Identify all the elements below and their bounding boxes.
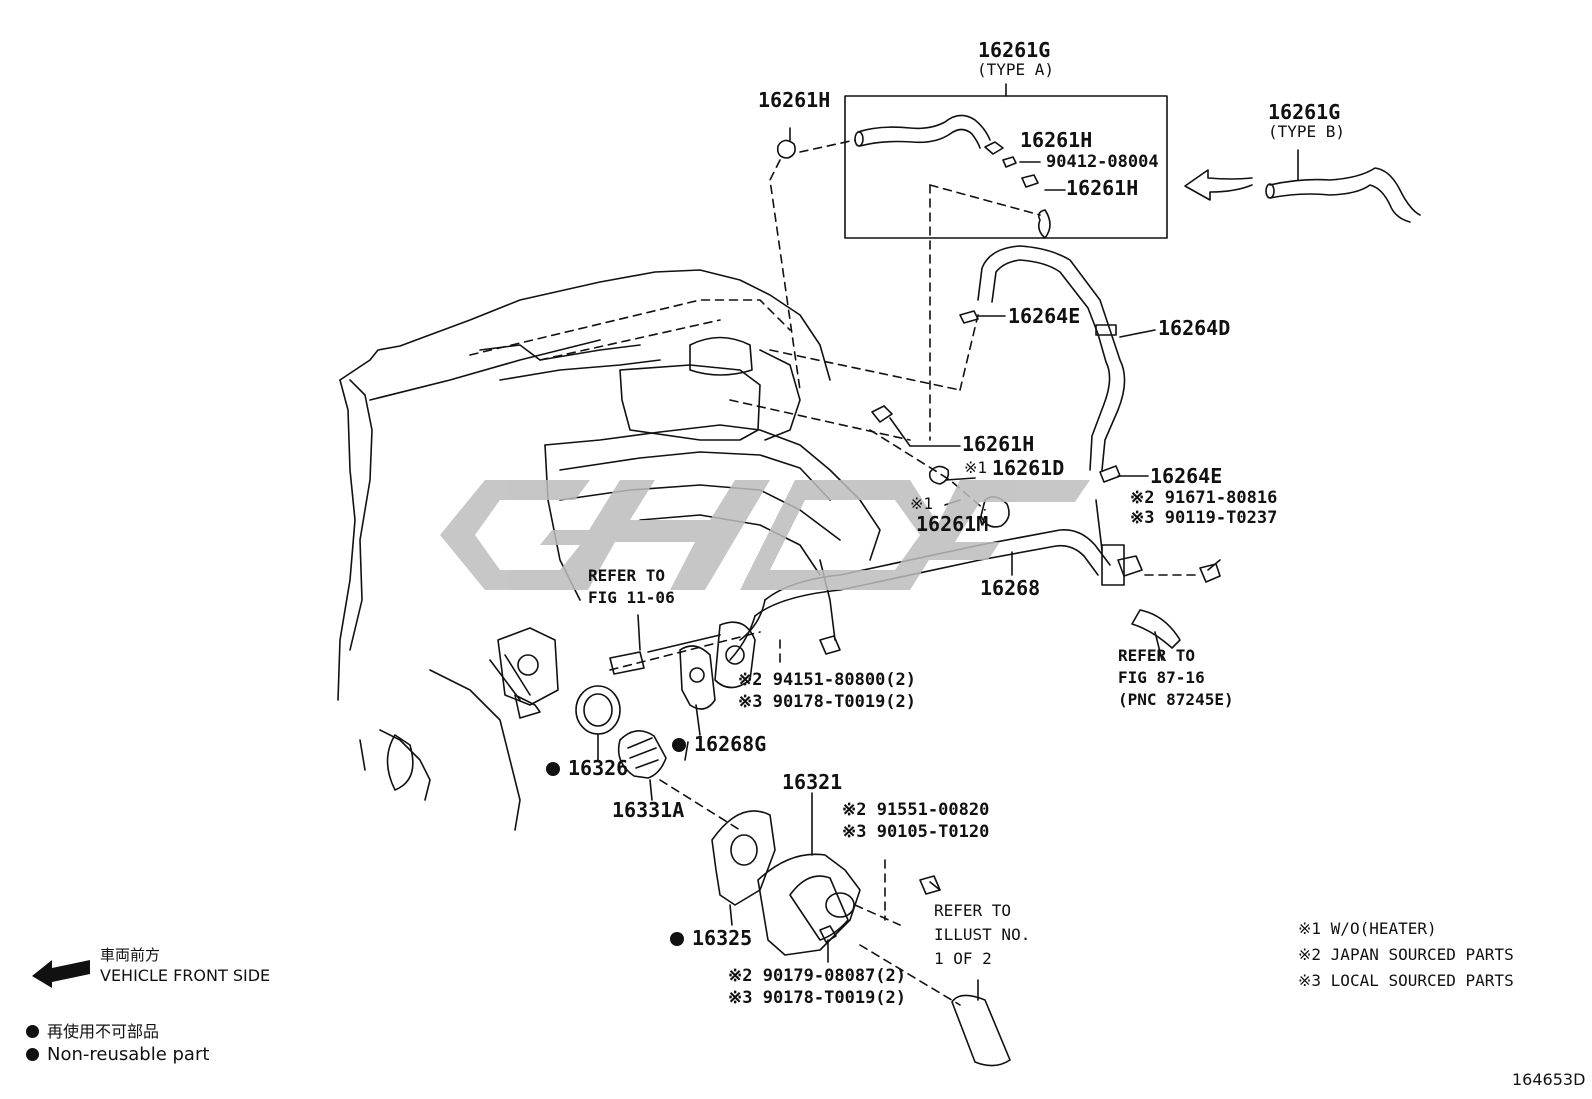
- gasket-16325: [711, 810, 776, 906]
- part-90412-08004[interactable]: 90412-08004: [1046, 152, 1159, 172]
- legend-nonreusable-jp-text: 再使用不可部品: [47, 1022, 160, 1041]
- bolt-91551: [919, 875, 941, 895]
- front-arrow-icon: [32, 960, 90, 988]
- clamp-16261H: [776, 139, 796, 159]
- bullet-icon: [26, 1025, 39, 1038]
- part-90178-T0019-a[interactable]: ※3 90178-T0019(2): [738, 692, 917, 712]
- watermark-logo: [440, 480, 1090, 590]
- part-90119-T0237[interactable]: ※3 90119-T0237: [1130, 508, 1278, 528]
- ref-illust-line2[interactable]: ILLUST NO.: [934, 925, 1031, 944]
- hose-to-fig-87-16: [1131, 609, 1181, 649]
- non-reusable-bullet-icon: [672, 738, 686, 752]
- part-16268[interactable]: 16268: [980, 576, 1041, 600]
- footnote-1: ※1 W/O(HEATER): [1298, 919, 1437, 938]
- diagram-id: 164653D: [1512, 1070, 1586, 1089]
- footnote-2: ※2 JAPAN SOURCED PARTS: [1298, 945, 1514, 964]
- type-a-label: (TYPE A): [977, 60, 1055, 79]
- part-16261H-b[interactable]: 16261H: [1066, 176, 1139, 200]
- part-91671-80816[interactable]: ※2 91671-80816: [1130, 488, 1278, 508]
- part-16261H-top[interactable]: 16261H: [758, 88, 831, 112]
- ref-fig-11-06-line1: REFER TO: [588, 566, 666, 585]
- part-16325-number: 16325: [692, 926, 753, 950]
- stud: [609, 634, 721, 675]
- ref-fig-87-16-line1: REFER TO: [1118, 646, 1196, 665]
- part-16261M-note-mark: ※1: [910, 494, 934, 513]
- nut-90179: [819, 925, 837, 943]
- part-16261G-type-b[interactable]: 16261G: [1268, 100, 1341, 124]
- part-16261M[interactable]: 16261M: [916, 512, 989, 536]
- part-16261H-a[interactable]: 16261H: [1020, 128, 1093, 152]
- legend-nonreusable-en-text: Non-reusable part: [47, 1044, 210, 1065]
- part-16331A[interactable]: 16331A: [612, 798, 685, 822]
- legend-nonreusable-en: Non-reusable part: [26, 1044, 209, 1065]
- bullet-icon: [26, 1048, 39, 1061]
- part-90179-08087[interactable]: ※2 90179-08087(2): [728, 966, 907, 986]
- gasket-16268G: [679, 645, 716, 710]
- vehicle-front-side-en: VEHICLE FRONT SIDE: [100, 966, 271, 985]
- hose-16261G-type-a: [854, 114, 991, 149]
- hose-16261G-type-b: [1265, 167, 1421, 223]
- hose-to-illust: [951, 994, 1011, 1067]
- ref-fig-11-06-line2[interactable]: FIG 11-06: [588, 588, 675, 607]
- hose-16264D: [977, 245, 1126, 471]
- part-16264E-a[interactable]: 16264E: [1008, 304, 1081, 328]
- non-reusable-bullet-icon: [546, 762, 560, 776]
- vehicle-front-side-jp: 車両前方: [100, 946, 161, 964]
- part-16325[interactable]: 16325: [670, 928, 752, 948]
- part-90178-T0019-b[interactable]: ※3 90178-T0019(2): [728, 988, 907, 1008]
- part-16326-number: 16326: [568, 756, 629, 780]
- part-16326[interactable]: 16326: [546, 758, 628, 778]
- ref-illust-line3: 1 OF 2: [934, 949, 992, 968]
- non-reusable-bullet-icon: [670, 932, 684, 946]
- thermostat-16331A: [617, 730, 667, 779]
- ref-fig-87-16-line2[interactable]: FIG 87-16: [1118, 668, 1205, 687]
- part-16261H-c[interactable]: 16261H: [962, 432, 1035, 456]
- part-16321[interactable]: 16321: [782, 770, 843, 794]
- part-16264E-b[interactable]: 16264E: [1150, 464, 1223, 488]
- ref-fig-87-16-line3: (PNC 87245E): [1118, 690, 1234, 709]
- part-91551-00820[interactable]: ※2 91551-00820: [842, 800, 990, 820]
- part-16261D-note-mark: ※1: [964, 458, 988, 477]
- water-inlet-16321: [757, 792, 861, 956]
- part-90105-T0120[interactable]: ※3 90105-T0120: [842, 822, 990, 842]
- type-b-label: (TYPE B): [1268, 122, 1346, 141]
- nut-94151: [819, 635, 841, 655]
- part-16268G-number: 16268G: [694, 732, 767, 756]
- part-16264D[interactable]: 16264D: [1158, 316, 1231, 340]
- ref-illust-line1: REFER TO: [934, 901, 1012, 920]
- direction-arrow: [1184, 169, 1253, 201]
- legend-nonreusable-jp: 再使用不可部品: [26, 1018, 159, 1042]
- footnote-3: ※3 LOCAL SOURCED PARTS: [1298, 971, 1514, 990]
- part-94151-80800[interactable]: ※2 94151-80800(2): [738, 670, 917, 690]
- part-16261D[interactable]: 16261D: [992, 456, 1065, 480]
- part-16261G-type-a[interactable]: 16261G: [978, 38, 1051, 62]
- part-16268G[interactable]: 16268G: [672, 734, 766, 754]
